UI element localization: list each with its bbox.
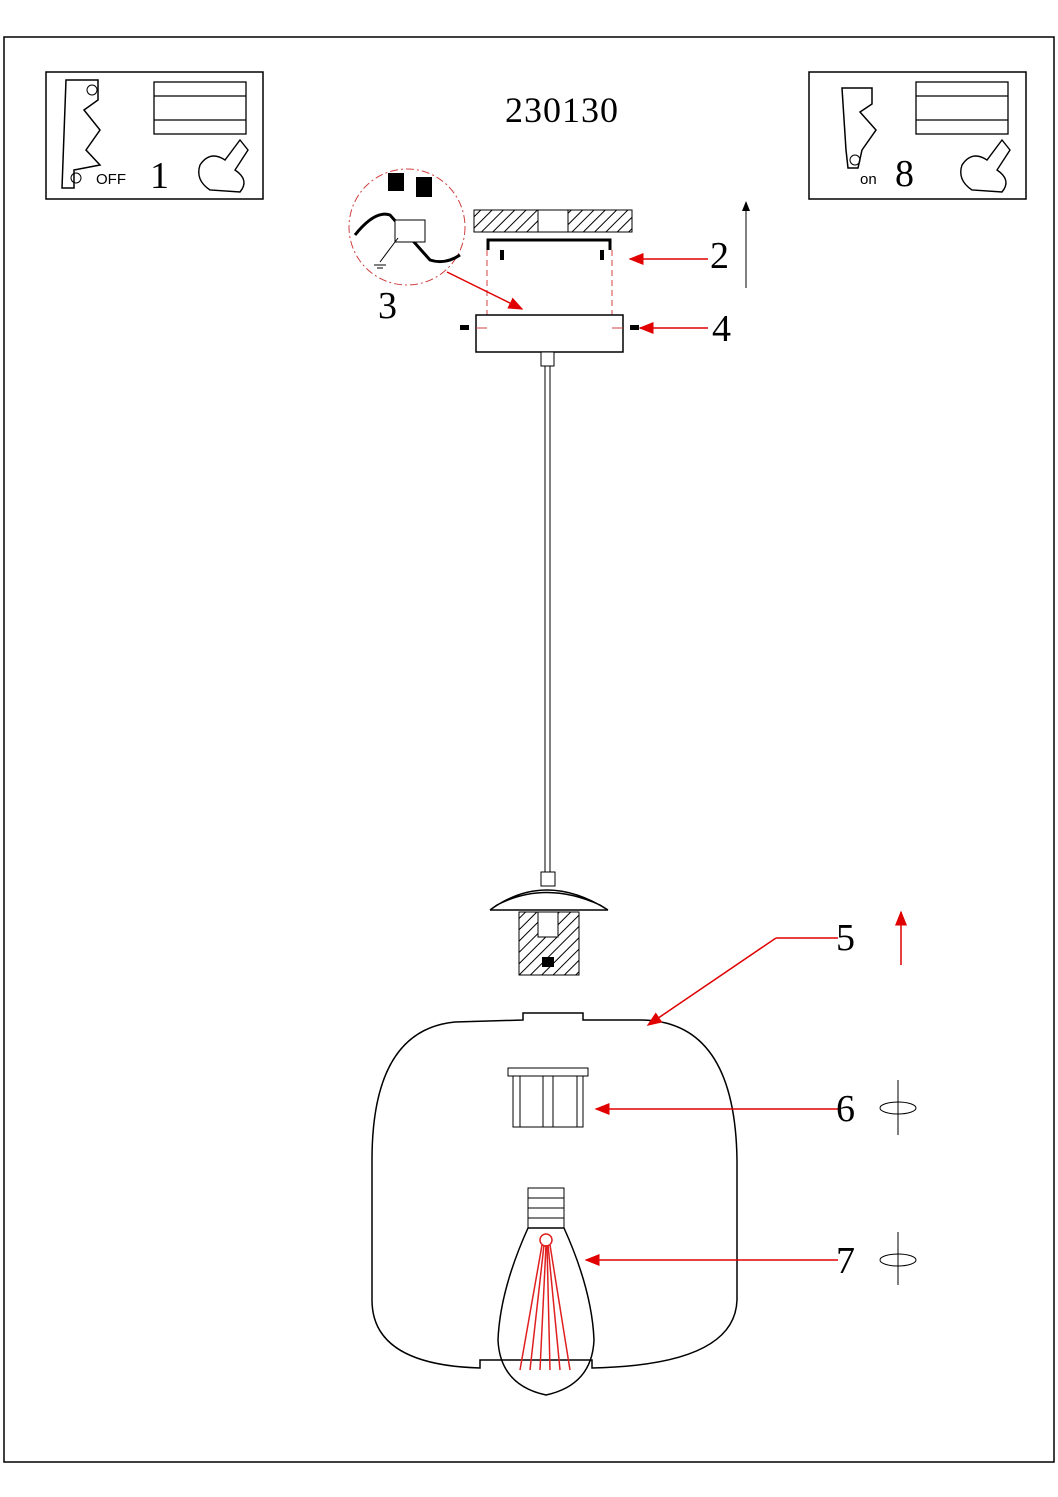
step-3-label: 3 — [378, 285, 397, 327]
power-off-panel: OFF 1 — [45, 71, 264, 200]
power-on-panel: on 8 — [808, 71, 1027, 200]
step-5-label: 5 — [836, 917, 855, 959]
step-4-label: 4 — [712, 308, 731, 350]
switch-off-icon — [61, 79, 102, 189]
model-number: 230130 — [505, 90, 619, 130]
hand-icon — [960, 138, 1011, 193]
locking-ring — [507, 1067, 589, 1128]
step-2-label: 2 — [710, 235, 729, 277]
off-label: OFF — [96, 171, 126, 188]
edison-bulb — [497, 1187, 595, 1396]
lamp-socket — [489, 871, 609, 976]
terminal-block-icon — [153, 81, 247, 135]
step-1-label: 1 — [150, 155, 169, 197]
canopy — [460, 314, 639, 367]
step-6-label: 6 — [836, 1088, 855, 1130]
ceiling-bracket — [473, 209, 633, 328]
rotate-icon — [879, 1232, 917, 1285]
switch-on-icon — [841, 87, 877, 169]
step-7-label: 7 — [836, 1240, 855, 1282]
wiring-detail — [348, 168, 466, 286]
terminal-block-icon — [915, 81, 1009, 135]
step-8-label: 8 — [895, 153, 914, 195]
on-label: on — [860, 171, 877, 188]
rotate-icon — [879, 1080, 917, 1135]
hand-icon — [198, 138, 249, 193]
page-border — [3, 36, 1055, 1463]
glass-shade — [371, 1012, 738, 1369]
